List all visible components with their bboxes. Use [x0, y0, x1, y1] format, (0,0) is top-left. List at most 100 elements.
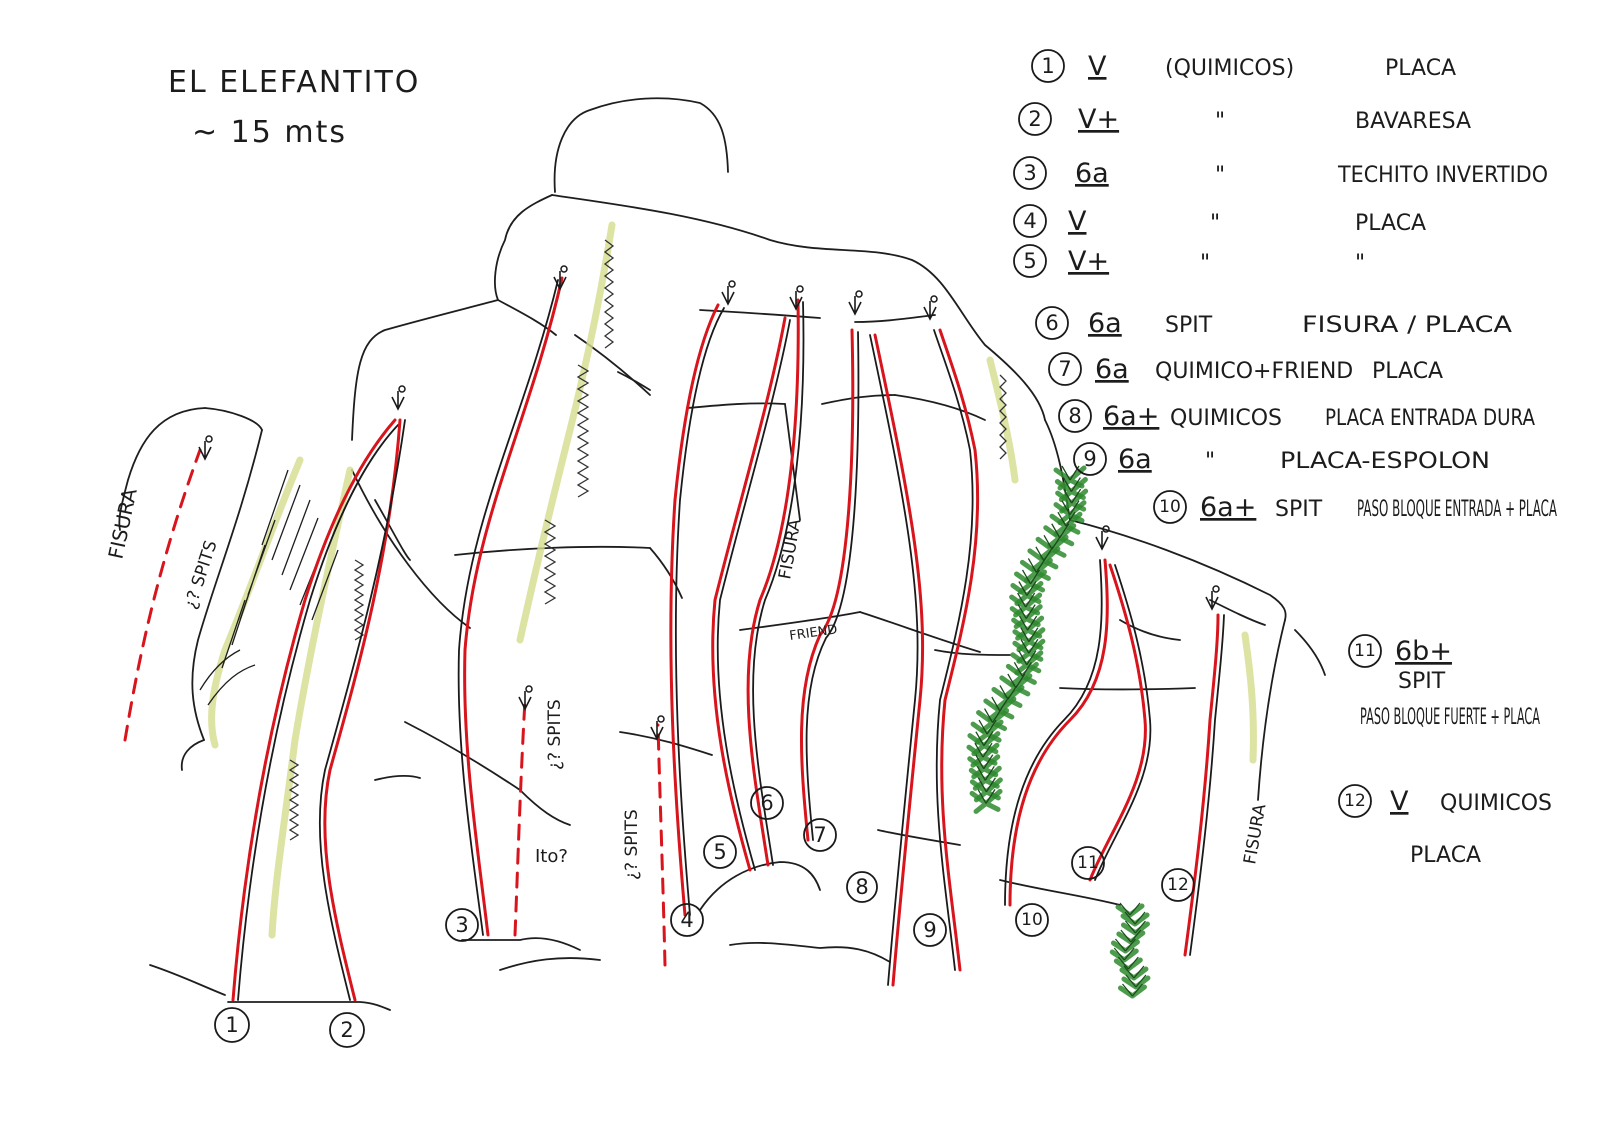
zigzag-cracks	[288, 239, 1007, 841]
bush-leaf	[1054, 477, 1088, 503]
bush-leaf	[1049, 511, 1083, 537]
bush-leaf	[1010, 581, 1044, 606]
route-7-number: 7	[813, 823, 826, 847]
legend-grade-7: 6a	[1095, 354, 1129, 385]
anchor-5	[848, 290, 863, 316]
legend-grade-3: 6a	[1075, 158, 1109, 189]
legend-desc-10: PASO BLOQUE ENTRADA + PLACA	[1357, 497, 1557, 522]
bush-leaf	[1014, 569, 1048, 595]
legend-num-8: 8	[1068, 404, 1081, 428]
bush-leaf	[1011, 615, 1045, 641]
bush-leaf	[1010, 650, 1044, 676]
legend-desc-8: PLACA ENTRADA DURA	[1325, 406, 1535, 431]
legend-grade-5: V+	[1068, 246, 1109, 277]
route-numbers: 1 2 3 4 5 6 7 8 9 10 11 12	[214, 786, 1195, 1048]
legend-num-2: 2	[1028, 107, 1041, 131]
route-10-number: 10	[1021, 910, 1043, 930]
route-3-number: 3	[455, 913, 468, 937]
label-fisura-right: FISURA	[1240, 802, 1270, 866]
bush-leaf	[969, 788, 1003, 814]
small-bush-leaf	[1119, 965, 1149, 981]
bush-leaf	[1043, 523, 1077, 549]
bush-leaf	[1012, 627, 1046, 653]
legend-num-1: 1	[1041, 54, 1054, 78]
routes	[123, 276, 1225, 1002]
legend-gear-9: "	[1205, 449, 1215, 474]
route-8-line	[873, 333, 925, 987]
bush-leaf	[991, 684, 1025, 710]
bush-leaf	[1009, 604, 1043, 630]
legend-gear-10: SPIT	[1275, 497, 1323, 522]
route-9-number: 9	[923, 918, 936, 942]
anchor-9	[198, 435, 213, 461]
bush-leaf	[1035, 534, 1069, 560]
legend-gear-6: SPIT	[1165, 313, 1213, 338]
route-7-line	[800, 328, 855, 842]
route-2-line	[323, 418, 402, 1002]
route-3-line	[463, 276, 564, 937]
lichen-patches	[208, 221, 1257, 939]
route-6-number: 6	[760, 791, 773, 815]
legend-grade-6: 6a	[1088, 308, 1122, 339]
anchor-7	[1095, 525, 1110, 551]
legend-desc-5: "	[1355, 251, 1365, 276]
legend-grade-2: V+	[1078, 104, 1119, 135]
anchor-2	[553, 265, 568, 291]
route-11-line	[1088, 563, 1147, 882]
legend-gear-2: "	[1215, 109, 1225, 134]
legend-num-11: 11	[1354, 641, 1376, 661]
route-6-line	[746, 298, 800, 867]
bush-leaf	[1019, 557, 1053, 583]
legend-grade-12: V	[1390, 786, 1409, 817]
legend-num-4: 4	[1023, 209, 1036, 233]
legend-grade-11: 6b+	[1395, 636, 1452, 667]
bush-leaf	[1053, 500, 1087, 526]
legend-gear-4: "	[1210, 211, 1220, 236]
legend-gear-7: QUIMICO+FRIEND	[1155, 359, 1353, 384]
small-bush-leaf	[1121, 974, 1151, 990]
project-right	[656, 723, 667, 967]
small-bush-leaf	[1115, 902, 1145, 918]
legend-grade-9: 6a	[1118, 444, 1152, 475]
small-bush-leaf	[1120, 911, 1150, 927]
small-bush-leaf	[1110, 938, 1140, 954]
label-spits-middle: ¿? SPITS	[545, 699, 565, 770]
label-fisura-left: FISURA	[103, 486, 141, 561]
anchors	[198, 265, 1220, 741]
small-bush-leaf	[1116, 929, 1146, 945]
anchor-8	[1205, 585, 1220, 611]
bush-leaf	[967, 754, 1001, 780]
route-12-line	[1183, 613, 1220, 957]
bush-leaf	[983, 696, 1017, 722]
project-left	[123, 448, 202, 742]
legend-gear-11: SPIT	[1398, 669, 1446, 694]
route-12-number: 12	[1167, 875, 1189, 895]
route-5-number: 5	[713, 840, 726, 864]
bush-leaf	[1012, 638, 1046, 664]
legend-desc-7: PLACA	[1372, 359, 1443, 384]
legend-desc-2: BAVARESA	[1355, 109, 1471, 134]
legend-num-6: 6	[1045, 311, 1058, 335]
label-friend: FRIEND	[788, 622, 838, 644]
legend-num-12: 12	[1344, 791, 1366, 811]
bush-leaf	[1055, 488, 1089, 514]
legend-gear-5: "	[1200, 251, 1210, 276]
anchor-4	[789, 285, 804, 311]
legend-num-10: 10	[1159, 497, 1181, 517]
legend-num-9: 9	[1083, 447, 1096, 471]
label-alt: Ito?	[535, 846, 568, 867]
legend-grade-1: V	[1088, 51, 1107, 82]
anchor-3	[721, 280, 736, 306]
legend-gear-12: QUIMICOS	[1440, 791, 1552, 816]
legend-grade-8: 6a+	[1103, 401, 1159, 432]
anchor-6	[923, 295, 938, 321]
